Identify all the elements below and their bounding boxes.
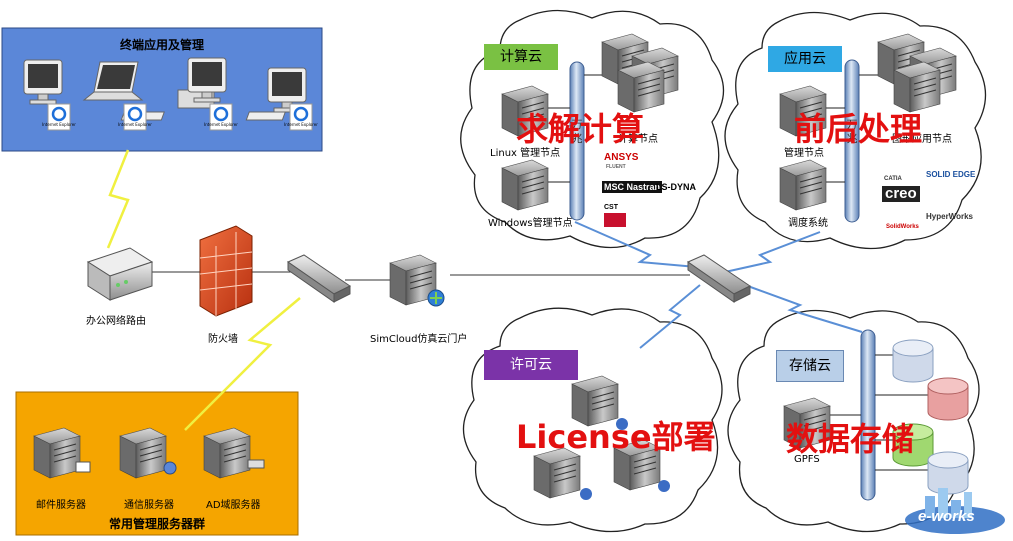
terminal-box-title: 终端应用及管理 bbox=[119, 38, 204, 52]
storage-disks-icon bbox=[892, 339, 969, 495]
network-links bbox=[150, 271, 690, 281]
thin-client-pc-icon bbox=[245, 67, 307, 121]
solidworks-logo: SolidWorks bbox=[886, 224, 919, 230]
gfx-node-label: 图形应用节点 bbox=[892, 134, 952, 145]
ad-server-label: AD域服务器 bbox=[206, 500, 261, 511]
portal-label: SimCloud仿真云门户 bbox=[370, 334, 468, 345]
compute-node-label: 计算节点 bbox=[618, 134, 658, 145]
msc-nastran-logo: MSC Nastran bbox=[602, 181, 663, 193]
gpfs-label: GPFS bbox=[794, 454, 820, 465]
compute-backbone-label: 万兆 bbox=[571, 118, 583, 145]
sched-system-server-icon bbox=[779, 159, 827, 211]
ad-server-icon bbox=[203, 427, 265, 479]
app-backbone-label: 万兆 bbox=[846, 118, 858, 145]
portal-server-icon bbox=[389, 254, 445, 307]
comm-server-icon bbox=[119, 427, 177, 479]
comm-server-label: 通信服务器 bbox=[124, 500, 174, 511]
cst-logo-icon bbox=[604, 213, 626, 227]
svg-text:Internet Explorer: Internet Explorer bbox=[204, 122, 238, 127]
app-cloud-tag: 应用云 bbox=[768, 46, 842, 72]
compute-backbone-pipe bbox=[569, 61, 585, 221]
windows-node-server-icon bbox=[501, 159, 549, 211]
linux-node-label: Linux 管理节点 bbox=[490, 148, 561, 159]
e-works-watermark-icon bbox=[905, 488, 1005, 534]
catia-logo: CATIA bbox=[884, 176, 902, 182]
svg-text:Internet Explorer: Internet Explorer bbox=[42, 122, 76, 127]
pipe-branches bbox=[546, 74, 928, 471]
windows-node-label: Windows管理节点 bbox=[488, 218, 573, 229]
storage-cloud-caption: 数据存储 bbox=[786, 420, 915, 458]
solid-edge-logo: SOLID EDGE bbox=[926, 170, 976, 179]
license-servers-icon bbox=[533, 375, 670, 500]
license-cloud-caption: License部署 bbox=[516, 418, 716, 456]
compute-cloud-caption: 求解计算 bbox=[516, 110, 645, 148]
mail-server-label: 邮件服务器 bbox=[36, 500, 86, 511]
wireless-links bbox=[106, 149, 863, 431]
router-icon bbox=[86, 247, 154, 301]
hyperworks-logo: HyperWorks bbox=[926, 212, 973, 221]
core-switch-icon bbox=[286, 254, 351, 303]
creo-logo: creo bbox=[882, 186, 920, 202]
server-group-title: 常用管理服务器群 bbox=[108, 517, 205, 531]
svg-text:Internet Explorer: Internet Explorer bbox=[118, 122, 152, 127]
firewall-label: 防火墙 bbox=[208, 334, 238, 345]
svg-text:Internet Explorer: Internet Explorer bbox=[284, 122, 318, 127]
license-cloud-tag: 许可云 bbox=[484, 350, 578, 380]
mgmt-node-label: 管理节点 bbox=[784, 148, 824, 159]
laptop-icon bbox=[82, 61, 144, 101]
router-label: 办公网络路由 bbox=[86, 316, 146, 327]
app-backbone-pipe bbox=[844, 59, 860, 223]
firewall-icon bbox=[199, 225, 253, 317]
ls-dyna-logo: LS-DYNA bbox=[656, 182, 696, 192]
e-works-watermark-text: e-works bbox=[918, 508, 975, 525]
mail-server-icon bbox=[33, 427, 91, 479]
cst-logo: CST bbox=[604, 204, 618, 211]
app-cloud-caption: 前后处理 bbox=[794, 110, 923, 148]
fluent-logo: FLUENT bbox=[606, 164, 626, 170]
ansys-logo: ANSYS bbox=[604, 152, 639, 163]
internet-explorer-icons: Internet Explorer Internet Explorer Inte… bbox=[42, 103, 318, 131]
cloud-switch-icon bbox=[686, 254, 751, 303]
compute-cloud-tag: 计算云 bbox=[484, 44, 558, 70]
storage-cloud-tag: 存储云 bbox=[776, 350, 844, 382]
sched-system-label: 调度系统 bbox=[788, 218, 828, 229]
